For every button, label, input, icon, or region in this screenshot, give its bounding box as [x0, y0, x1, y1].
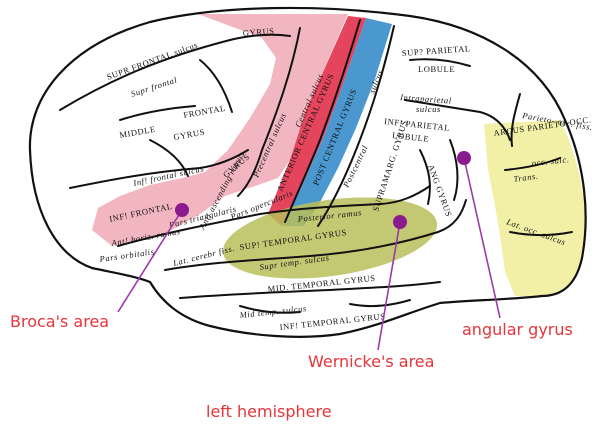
- lateral-fissure: [117, 185, 431, 247]
- lbl-pars-orbitalis: Pars orbitalis: [98, 246, 155, 264]
- angular-pointer-line: [463, 157, 501, 319]
- wernicke-pointer-line: [377, 221, 401, 351]
- frontal-minor-2: [199, 59, 233, 113]
- broca-label: Broca's area: [10, 312, 110, 331]
- wernicke-marker: [393, 215, 407, 229]
- mid-temporal-sulcus: [179, 281, 441, 299]
- lbl-trans: Trans.: [513, 171, 539, 184]
- precentral-sulcus: [237, 27, 301, 197]
- broca-pointer-line: [117, 209, 183, 313]
- inf-frontal-sulcus: [69, 149, 249, 189]
- motor-strip: [268, 16, 366, 226]
- hemisphere-caption: left hemisphere: [206, 402, 332, 421]
- frontal-minor-3: [149, 139, 189, 177]
- frontal-minor-1: [119, 105, 196, 121]
- sup-frontal-sulcus: [59, 33, 291, 111]
- parieto-occ-fissure: [510, 93, 521, 147]
- sup-temporal-sulcus: [164, 199, 467, 271]
- lbl-occ-sulc: occ. sulc.: [531, 154, 570, 168]
- wernicke-label: Wernicke's area: [308, 352, 435, 371]
- angular-gyrus-label: angular gyrus: [462, 320, 573, 339]
- postcentral-region: [282, 18, 392, 226]
- pointers: [117, 151, 501, 351]
- precentral-region: [92, 14, 348, 246]
- lat-occ-sulcus: [509, 231, 573, 236]
- broca-marker: [175, 203, 189, 217]
- lbl-sulcus2: sulcus: [416, 104, 441, 114]
- brain-outline: [28, 6, 587, 338]
- parietal-minor-3: [449, 139, 459, 201]
- lbl-lobule: LOBULE: [418, 64, 455, 74]
- central-sulcus: [284, 19, 361, 223]
- lbl-mid-temp-sulcus: Mid temp. sulcus: [238, 303, 307, 320]
- parietal-minor-2: [419, 149, 431, 205]
- temporal-minor-1: [239, 305, 301, 314]
- lbl-supr-frontal: Supr frontal: [130, 74, 179, 98]
- lbl-middle: MIDDLE: [119, 124, 157, 140]
- trans-occ-sulcus: [504, 157, 561, 171]
- sulci: [59, 19, 573, 314]
- lbl-frontal: FRONTAL: [183, 103, 227, 120]
- lbl-gyrus-mid: GYRUS: [173, 127, 206, 142]
- intraparietal-sulcus: [404, 99, 511, 141]
- parietal-minor-1: [409, 58, 471, 67]
- angular-gyrus-marker: [457, 151, 471, 165]
- postcentral-sulcus: [317, 25, 395, 227]
- lbl-lobule2: LOBULE: [392, 130, 430, 144]
- lbl-gyrus-top: GYRUS: [242, 26, 274, 38]
- lbl-intraparietal: Intraparietal: [399, 92, 452, 106]
- temporal-minor-2: [349, 299, 411, 308]
- lbl-supr-parietal: SUP? PARIETAL: [401, 43, 470, 58]
- lbl-sup-frontal-sulcus: SUPR FRONTAL sulcus: [105, 40, 199, 82]
- occipital-region: [484, 120, 586, 296]
